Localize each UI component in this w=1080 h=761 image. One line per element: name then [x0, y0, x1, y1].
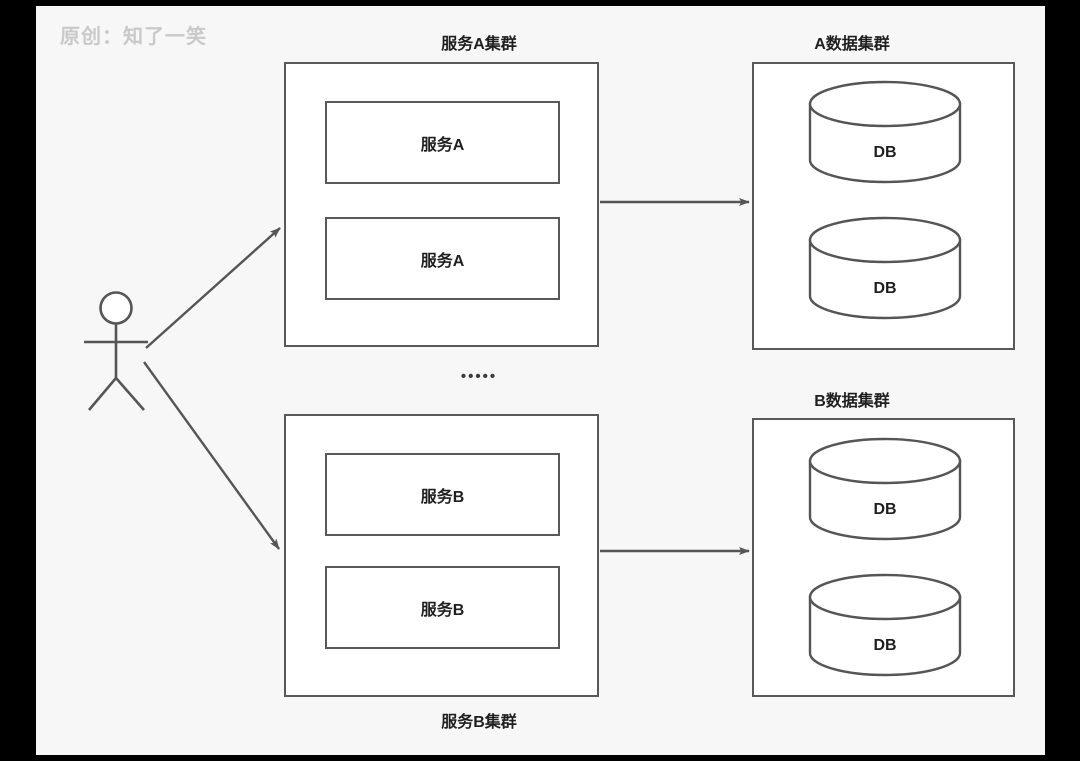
cluster-title-service-b: 服务B集群: [441, 714, 517, 731]
service-node-b-2[interactable]: 服务B: [325, 566, 560, 649]
cluster-title-data-b: B数据集群: [814, 393, 890, 410]
ellipsis-separator: •••••: [460, 368, 498, 385]
watermark-label: 原创：知了一笑: [60, 26, 207, 48]
db-cylinder-b-2[interactable]: [808, 573, 962, 677]
db-cylinder-a-1[interactable]: [808, 80, 962, 184]
arrow-actor-to-service-a: [145, 227, 281, 349]
cluster-title-service-a: 服务A集群: [441, 36, 517, 53]
db-text-a-2: DB: [873, 280, 897, 297]
arrow-actor-to-service-b: [143, 361, 280, 550]
db-cylinder-a-2[interactable]: [808, 216, 962, 320]
db-cylinder-b-1[interactable]: [808, 437, 962, 541]
db-text-b-1: DB: [873, 501, 897, 518]
db-text-a-1: DB: [873, 144, 897, 161]
service-node-a-2[interactable]: 服务A: [325, 217, 560, 300]
diagram-vector-layer: [84, 80, 962, 677]
db-text-b-2: DB: [873, 637, 897, 654]
diagram-canvas: 原创：知了一笑 服务A集群 A数据集群 B数据集群 服务B集群 服务A 服务A …: [36, 6, 1045, 755]
cluster-title-data-a: A数据集群: [814, 36, 890, 53]
service-node-b-1[interactable]: 服务B: [325, 453, 560, 536]
service-node-a-1[interactable]: 服务A: [325, 101, 560, 184]
user-actor-icon[interactable]: [84, 291, 148, 411]
